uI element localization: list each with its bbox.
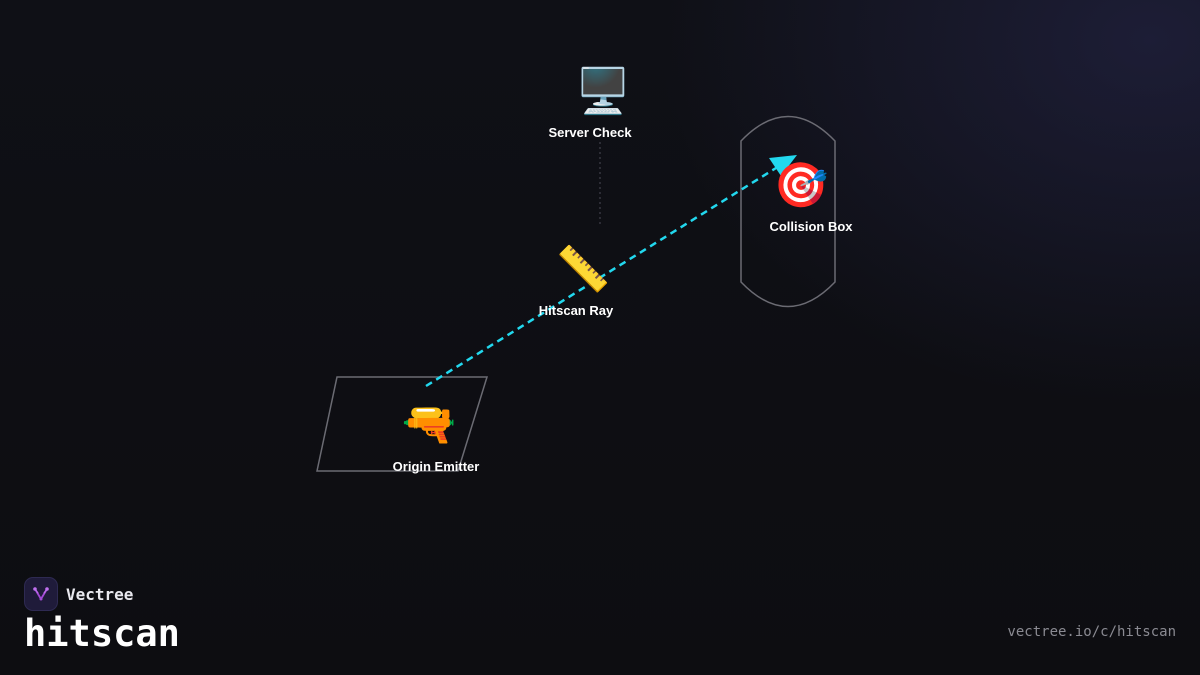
- origin-parallelogram: [316, 376, 489, 472]
- vectree-logo-mark: [33, 587, 49, 601]
- collision-box-node[interactable]: 🎯 Collision Box: [769, 160, 853, 234]
- hitscan-ray-label: Hitscan Ray: [539, 303, 614, 318]
- ray-arrowhead: [769, 155, 797, 176]
- collision-capsule: [740, 115, 836, 308]
- vectree-logo-icon: [24, 577, 58, 611]
- server-check-node[interactable]: 🖥️ Server Check: [548, 66, 632, 140]
- hitscan-ray-line: [425, 166, 777, 388]
- water-pistol-icon: 🔫: [402, 399, 457, 450]
- direct-hit-target-icon: 🎯: [774, 160, 829, 211]
- page-title: hitscan: [24, 612, 180, 655]
- brand: Vectree: [24, 577, 133, 611]
- collision-box-label: Collision Box: [769, 219, 853, 234]
- straight-ruler-icon: 📏: [556, 244, 611, 295]
- page-url[interactable]: vectree.io/c/hitscan: [1007, 624, 1176, 640]
- brand-name: Vectree: [66, 584, 134, 604]
- server-check-label: Server Check: [548, 125, 632, 140]
- origin-emitter-label: Origin Emitter: [393, 459, 480, 474]
- hitscan-ray-node[interactable]: 📏 Hitscan Ray: [539, 244, 614, 318]
- desktop-computer-icon: 🖥️: [576, 66, 631, 117]
- origin-emitter-node[interactable]: 🔫 Origin Emitter: [393, 399, 480, 474]
